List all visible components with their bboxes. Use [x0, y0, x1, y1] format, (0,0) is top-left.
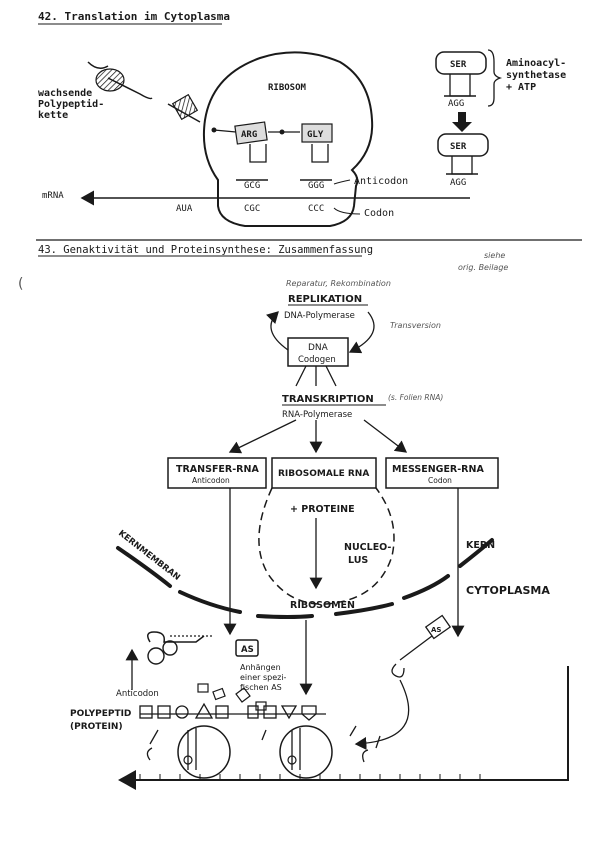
ribosom-label: RIBOSOM	[268, 83, 307, 93]
aminoacyl-label: Aminoacyl-	[506, 57, 566, 69]
as-box	[235, 639, 259, 657]
agg-bottom-label: AGG	[450, 178, 466, 188]
codon-ccc: CCC	[308, 204, 324, 214]
return-arrow	[354, 679, 410, 750]
margin-mark: (	[18, 276, 23, 292]
transkription-label: TRANSKRIPTION	[282, 394, 374, 405]
ribosomen-label: RIBOSOMEN	[290, 600, 355, 611]
ser-trna-top	[435, 51, 487, 75]
transfer-anticodon-label: Anticodon	[192, 476, 230, 485]
anhaengen-3: fischen AS	[240, 683, 282, 692]
amino-acid-hatched	[95, 68, 125, 92]
protein-label: (PROTEIN)	[70, 722, 123, 732]
codogen-label: Codogen	[298, 355, 336, 365]
dna-polymerase-label: DNA-Polymerase	[284, 311, 355, 321]
label-kette: kette	[38, 110, 68, 121]
ribosome-right	[279, 725, 333, 779]
gly-label: GLY	[307, 130, 324, 140]
agg-top-label: AGG	[448, 99, 464, 109]
arg-label: ARG	[241, 130, 257, 140]
rna-polymerase-label: RNA-Polymerase	[282, 410, 352, 420]
transfer-rna-label: TRANSFER-RNA	[176, 464, 259, 475]
atp-label: + ATP	[506, 82, 536, 93]
as-label: AS	[241, 645, 254, 655]
ribosomale-rna-box	[271, 457, 377, 489]
section43-title: 43. Genaktivität und Proteinsynthese: Zu…	[38, 244, 373, 256]
synthetase-label: synthetase	[506, 70, 566, 81]
proteine-label: + PROTEINE	[290, 504, 355, 515]
ser-top-label: SER	[450, 60, 467, 70]
anhaengen-2: einer spezi-	[240, 673, 287, 682]
mrna-strand-43	[118, 666, 569, 790]
anticodon-ggg: GGG	[308, 181, 324, 191]
mrna-ticks	[139, 774, 481, 780]
nucleolus-outline	[258, 487, 395, 605]
ser-trna-bottom	[437, 133, 489, 157]
polypeptid-label: POLYPEPTID	[70, 709, 131, 719]
label-polypeptid: Polypeptid-	[38, 98, 104, 110]
nuclear-membrane	[116, 538, 494, 619]
replication-note: Reparatur, Rekombination	[286, 279, 391, 288]
transfer-rna-box	[167, 457, 267, 489]
polypeptide-chain-43	[139, 702, 326, 721]
codon-label-42: Codon	[364, 208, 394, 219]
side-note-2: orig. Beilage	[458, 263, 508, 272]
dna-box	[287, 337, 349, 367]
as-small-label: AS	[431, 626, 441, 634]
ser-bottom-label: SER	[450, 142, 467, 152]
cytoplasma-label: CYTOPLASMA	[466, 584, 550, 597]
replication-cycle	[266, 311, 289, 351]
label-wachsende: wachsende	[38, 88, 92, 99]
trna-arg	[234, 121, 268, 145]
anticodon-label-43: Anticodon	[116, 689, 159, 699]
nucleo-label: NUCLEO-	[344, 542, 391, 553]
codon-cgc: CGC	[244, 204, 260, 214]
as-tag-right	[424, 614, 452, 640]
messenger-codon-label: Codon	[428, 476, 452, 485]
trna-gly	[301, 123, 333, 143]
messenger-rna-box	[385, 457, 499, 489]
transversion-label: Transversion	[390, 321, 441, 330]
anhaengen-1: Anhängen	[240, 663, 281, 672]
down-arrow-icon	[452, 112, 472, 132]
mrna-label: mRNA	[42, 191, 64, 201]
section42-title: 42. Translation im Cytoplasma	[38, 10, 230, 23]
lus-label: LUS	[348, 555, 368, 566]
anticodon-label-42: Anticodon	[354, 176, 408, 187]
amino-acid-square	[171, 93, 199, 121]
kern-label: KERN	[466, 540, 495, 551]
replikation-label: REPLIKATION	[288, 294, 362, 305]
side-note-1: siehe	[484, 251, 505, 260]
trna-cytoplasm	[147, 631, 205, 643]
dna-label: DNA	[308, 343, 329, 353]
ribosomale-rna-label: RIBOSOMALE RNA	[278, 469, 369, 479]
ribosome-left	[177, 725, 231, 779]
transkription-note: (s. Folien RNA)	[388, 393, 443, 402]
codon-aua: AUA	[176, 204, 193, 214]
messenger-rna-label: MESSENGER-RNA	[392, 464, 484, 475]
ribosome-outline	[202, 51, 374, 227]
anticodon-gcg: GCG	[244, 181, 260, 191]
